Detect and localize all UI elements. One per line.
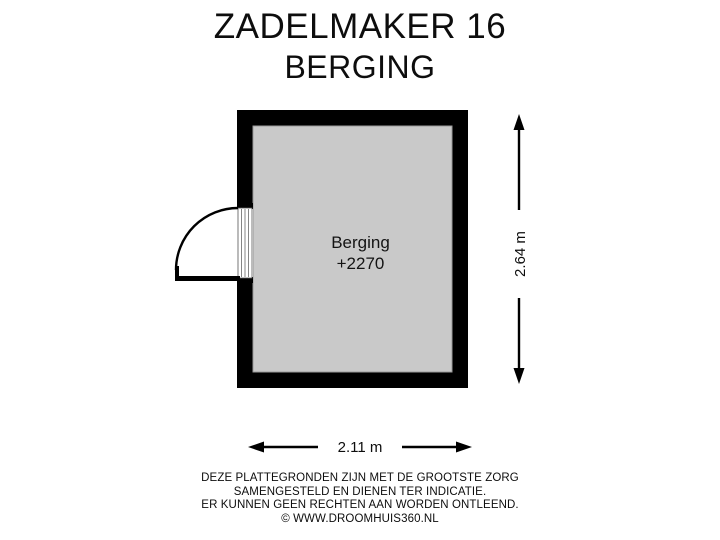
arrowhead-up <box>513 114 525 130</box>
dimension-label-height: 2.64 m <box>511 210 531 298</box>
page-title: ZADELMAKER 16 BERGING <box>0 6 720 86</box>
room-floor-berging <box>252 125 453 373</box>
dimension-label-height-text: 2.64 m <box>512 231 529 277</box>
door-jamb-bottom <box>237 277 253 283</box>
door-hinge-post <box>175 266 179 281</box>
disclaimer-line-2: SAMENGESTELD EN DIENEN TER INDICATIE. <box>233 485 487 498</box>
door-swing-arc <box>174 206 239 271</box>
arrowhead-right <box>456 441 472 453</box>
disclaimer-line-1: DEZE PLATTEGRONDEN ZIJN MET DE GROOTSTE … <box>201 472 519 484</box>
arrowhead-down <box>513 368 525 384</box>
dimension-label-width: 2.11 m <box>318 438 402 459</box>
title-room-type: BERGING <box>284 49 436 85</box>
disclaimer-line-4: © WWW.DROOMHUIS360.NL <box>281 512 439 525</box>
disclaimer: DEZE PLATTEGRONDEN ZIJN MET DE GROOTSTE … <box>0 472 720 526</box>
door-leaf <box>176 276 240 281</box>
arrowhead-left <box>248 441 264 453</box>
door-frame <box>237 207 253 279</box>
title-address: ZADELMAKER 16 <box>213 7 507 46</box>
door-jamb-top <box>237 203 253 209</box>
disclaimer-line-3: ER KUNNEN GEEN RECHTEN AAN WORDEN ONTLEE… <box>201 499 519 511</box>
